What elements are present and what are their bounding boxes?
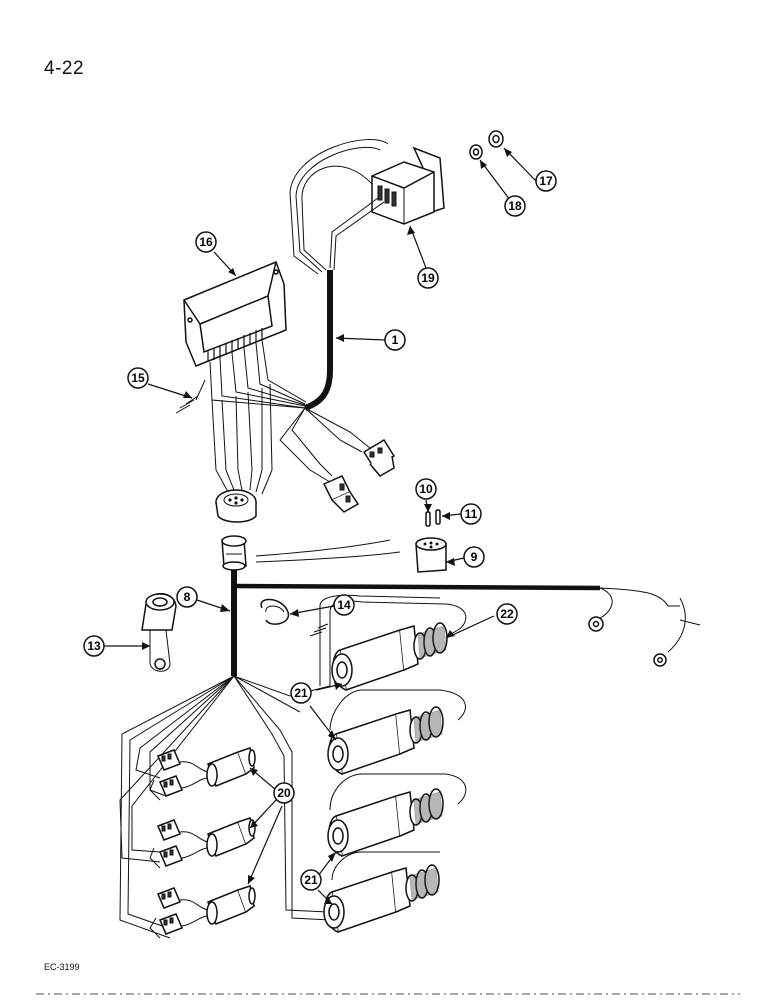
main-harness-trunk	[303, 270, 333, 411]
callout-17-label: 17	[539, 174, 553, 188]
ground-symbol-15	[175, 395, 199, 414]
pin-10	[425, 511, 431, 527]
figure-code: EC-3199	[44, 962, 80, 972]
callout-1: 1	[384, 329, 406, 351]
module-wires	[195, 339, 371, 495]
pressure-switch-2	[157, 817, 256, 867]
callout-19: 19	[417, 267, 439, 289]
callout-14: 14	[333, 594, 355, 616]
connector-pair-lower	[322, 475, 360, 513]
round-connector-upper	[215, 489, 257, 523]
callout-16-label: 16	[199, 235, 213, 249]
round-connector-lower	[221, 535, 247, 571]
callout-8: 8	[176, 586, 198, 608]
callout-13-label: 13	[87, 639, 101, 653]
relay-wires	[289, 139, 389, 275]
page-number: 4-22	[44, 58, 85, 79]
callout-9: 9	[463, 546, 485, 568]
nut-17	[488, 130, 504, 148]
callout-11: 11	[460, 503, 482, 525]
connector-9	[415, 537, 447, 573]
callout-20-label: 20	[277, 786, 291, 800]
washer-18	[469, 144, 483, 160]
callout-22: 22	[496, 603, 518, 625]
callout-10: 10	[415, 478, 437, 500]
callout-19-label: 19	[421, 271, 435, 285]
ground-wire-heavy	[233, 583, 601, 591]
pin-11	[435, 509, 441, 525]
callout-17: 17	[535, 170, 557, 192]
callout-15: 15	[127, 367, 149, 389]
callout-9-label: 9	[471, 550, 478, 564]
callout-1-label: 1	[392, 333, 399, 347]
lower-harness-wires	[119, 675, 331, 939]
callout-14-label: 14	[337, 598, 351, 612]
callout-10-label: 10	[419, 482, 433, 496]
clip-14	[260, 598, 290, 625]
callout-22-label: 22	[500, 607, 514, 621]
solenoid-21c	[323, 864, 440, 933]
callout-13: 13	[83, 635, 105, 657]
solenoid-22	[331, 622, 448, 691]
ring-terminal-1	[588, 616, 604, 632]
solenoid-21b	[327, 788, 444, 857]
callout-21-lower: 21	[300, 869, 322, 891]
solenoid-21a	[327, 706, 444, 775]
callout-21-lower-label: 21	[304, 873, 318, 887]
callout-16: 16	[195, 231, 217, 253]
callout-11-label: 11	[465, 507, 478, 521]
callout-18-label: 18	[508, 199, 522, 213]
ring-terminal-2	[653, 653, 667, 667]
connector-pair-upper	[362, 438, 396, 477]
callout-21-upper-label: 21	[294, 686, 308, 700]
pressure-switch-1	[157, 747, 256, 797]
clamp-13	[141, 593, 177, 672]
pressure-switch-3	[157, 885, 256, 935]
callout-8-label: 8	[184, 590, 191, 604]
callout-20: 20	[273, 782, 295, 804]
solenoid-wire-loops	[319, 594, 467, 881]
callout-21-upper: 21	[290, 682, 312, 704]
callout-15-label: 15	[131, 371, 145, 385]
control-module	[183, 261, 287, 367]
arrowheads	[142, 148, 512, 904]
relay-assembly	[371, 146, 445, 225]
callout-18: 18	[504, 195, 526, 217]
